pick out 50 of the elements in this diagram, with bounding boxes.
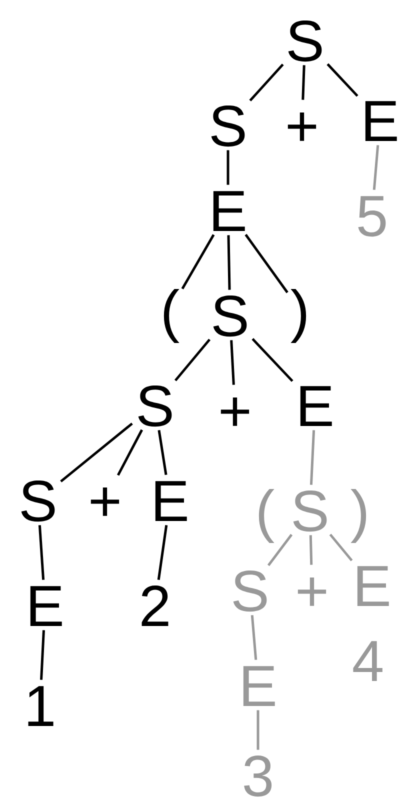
tree-line — [267, 534, 293, 566]
tree-line — [157, 525, 168, 580]
tree-symbol: 5 — [358, 196, 386, 237]
tree-symbol: S — [293, 490, 327, 532]
tree-line — [158, 430, 168, 476]
tree-symbol: E — [243, 666, 275, 706]
tree-symbol: S — [233, 570, 267, 612]
tree-line — [252, 338, 294, 382]
tree-symbol: 2 — [142, 586, 168, 626]
tree-symbol: ) — [350, 488, 366, 544]
tree-line — [230, 340, 235, 385]
tree-symbol: ( — [164, 288, 180, 344]
tree-line — [116, 429, 144, 476]
tree-line — [372, 145, 380, 190]
tree-symbol: + — [288, 112, 316, 141]
tree-line — [250, 615, 258, 660]
tree-symbol: E — [213, 191, 245, 231]
tree-symbol: 3 — [244, 756, 272, 797]
tree-line — [309, 535, 313, 565]
tree-line — [38, 525, 45, 580]
tree-line — [227, 235, 231, 290]
tree-line — [174, 338, 211, 382]
tree-symbol: S — [211, 106, 245, 147]
tree-symbol: + — [220, 398, 250, 426]
tree-symbol: E — [300, 386, 332, 426]
tree-symbol: ( — [258, 488, 274, 544]
tree-symbol: S — [21, 480, 55, 522]
tree-symbol: + — [298, 578, 326, 606]
tree-symbol: S — [138, 386, 172, 427]
tree-symbol: 4 — [353, 641, 382, 681]
tree-symbol: + — [90, 488, 120, 516]
tree-symbol: S — [288, 20, 322, 62]
tree-symbol: E — [365, 101, 397, 141]
tree-symbol: E — [155, 481, 187, 521]
tree-line — [244, 234, 288, 294]
tree-symbol: S — [213, 296, 247, 337]
tree-line — [226, 150, 230, 185]
tree-symbol: ) — [290, 288, 306, 344]
tree-symbol: E — [30, 586, 62, 626]
tree-line — [60, 422, 133, 482]
tree-line — [40, 630, 45, 680]
tree-line — [256, 710, 260, 750]
tree-line — [329, 534, 353, 562]
tree-symbol: 1 — [28, 686, 54, 726]
tree-line — [249, 64, 284, 102]
tree-line — [181, 234, 215, 290]
tree-line — [310, 430, 316, 485]
tree-line — [302, 65, 306, 100]
tree-symbol: E — [357, 566, 389, 606]
tree-line — [326, 63, 358, 97]
